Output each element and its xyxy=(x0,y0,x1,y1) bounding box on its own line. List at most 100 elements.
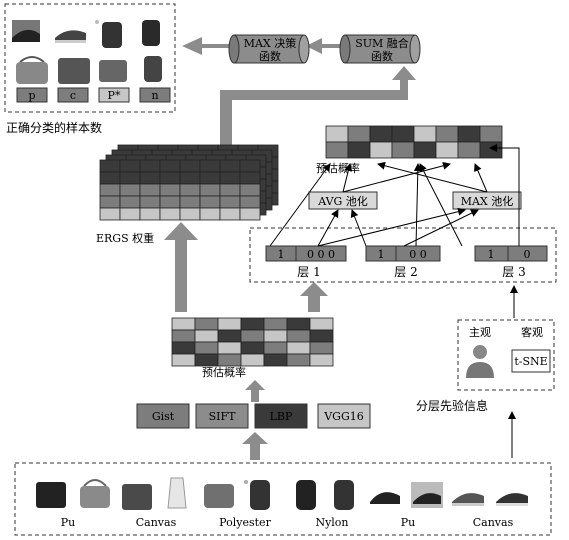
briefcase-thumbnail xyxy=(36,482,66,508)
grid-cell xyxy=(263,353,288,367)
tsne-label: t-SNE xyxy=(514,355,547,368)
label-p: p xyxy=(28,89,35,102)
grid-cell xyxy=(199,207,221,221)
grid-cell xyxy=(239,171,261,185)
layer3-value1: 1 xyxy=(488,248,495,261)
grid-cell xyxy=(179,195,201,209)
arrow-to-layers xyxy=(300,282,328,312)
layer-1: 1 0 0 0 层 1 xyxy=(265,245,347,279)
grid-cell xyxy=(119,171,141,185)
layer3-value2: 0 xyxy=(524,248,531,261)
connector-arrows xyxy=(269,144,520,458)
layer1-value1: 1 xyxy=(278,248,285,261)
grid-cell xyxy=(413,125,437,143)
feature-vgg16: VGG16 xyxy=(317,403,371,429)
grid-cell xyxy=(217,317,242,331)
grid-cell xyxy=(199,195,221,209)
handbag-thumbnail xyxy=(80,479,110,508)
layer2-value1: 1 xyxy=(378,248,385,261)
grid-cell xyxy=(159,207,181,221)
grid-cell xyxy=(194,341,219,355)
grid-cell xyxy=(194,329,219,343)
shoe-thumbnail xyxy=(411,482,443,508)
grid-cell xyxy=(139,207,161,221)
grid-cell xyxy=(194,353,219,367)
grid-cell xyxy=(240,329,265,343)
material-label-canvas-2: Canvas xyxy=(473,516,514,529)
layers-box xyxy=(249,227,557,283)
feature-lbp: LBP xyxy=(254,403,308,429)
grid-cell xyxy=(139,171,161,185)
grid-cell xyxy=(171,317,196,331)
grid-cell xyxy=(99,159,121,173)
grid-cell xyxy=(194,317,219,331)
grid-cell xyxy=(369,125,393,143)
max-cylinder-line2: 函数 xyxy=(259,50,281,63)
label-n: n xyxy=(151,89,158,102)
layer1-label: 层 1 xyxy=(297,265,320,279)
grid-cell xyxy=(119,159,141,173)
grid-cell xyxy=(239,207,261,221)
feature-gist: Gist xyxy=(136,403,190,429)
layer-2: 1 0 0 层 2 xyxy=(365,245,441,279)
arrow-features-to-prob xyxy=(245,380,265,402)
grid-cell xyxy=(413,141,437,159)
grid-cell xyxy=(286,329,311,343)
grid-cell xyxy=(479,125,503,143)
grid-cell xyxy=(325,125,349,143)
grid-cell xyxy=(159,183,181,197)
layer1-value2: 0 0 0 xyxy=(307,248,335,261)
arrow-to-ergs xyxy=(164,222,198,312)
backpack-thumbnail xyxy=(142,20,160,46)
grid-cell xyxy=(240,317,265,331)
label-c: c xyxy=(70,89,76,102)
correct-samples-caption: 正确分类的样本数 xyxy=(6,120,102,135)
label-box-c xyxy=(57,87,89,103)
handbag-thumbnail xyxy=(16,56,48,84)
grid-cell xyxy=(391,141,415,159)
bottom-prob-label: 预估概率 xyxy=(202,365,246,379)
label-p-star: P* xyxy=(108,89,121,102)
layer2-value2: 0 0 xyxy=(409,248,427,261)
grid-cell xyxy=(159,159,181,173)
correct-samples-box: p c P* n xyxy=(4,3,176,113)
grid-cell xyxy=(239,195,261,209)
backpack-thumbnail xyxy=(244,480,270,510)
feature-lbp-label: LBP xyxy=(270,410,293,423)
grid-cell xyxy=(286,353,311,367)
grid-cell xyxy=(219,195,241,209)
grid-cell xyxy=(263,329,288,343)
grid-cell xyxy=(179,171,201,185)
sneaker-thumbnail xyxy=(55,30,86,43)
grid-cell xyxy=(240,353,265,367)
arrow-to-samples xyxy=(182,37,234,55)
material-label-pu: Pu xyxy=(61,516,76,529)
avg-pool-label: AVG 池化 xyxy=(317,194,368,208)
shoe-thumbnail xyxy=(12,20,40,42)
grid-cell xyxy=(119,183,141,197)
grid-cell xyxy=(347,141,371,159)
grid-cell xyxy=(219,159,241,173)
grid-cell xyxy=(239,159,261,173)
grid-cell xyxy=(139,195,161,209)
grid-cell xyxy=(171,329,196,343)
feature-vgg16-label: VGG16 xyxy=(323,410,364,423)
material-label-pu-2: Pu xyxy=(401,516,416,529)
subjective-label: 主观 xyxy=(469,326,491,339)
tote-bag-thumbnail xyxy=(167,477,187,509)
max-cylinder-line1: MAX 决策 xyxy=(244,36,297,50)
grid-cell xyxy=(391,125,415,143)
grid-cell xyxy=(179,159,201,173)
shoe-thumbnail xyxy=(370,492,400,504)
grid-cell xyxy=(240,341,265,355)
grid-cell xyxy=(217,341,242,355)
label-box-p xyxy=(16,87,48,103)
grid-cell xyxy=(199,171,221,185)
grid-cell xyxy=(325,141,349,159)
grid-cell xyxy=(139,159,161,173)
grid-cell xyxy=(219,171,241,185)
grid-cell xyxy=(199,183,221,197)
arrow-images-to-features xyxy=(242,432,268,460)
ergs-weight-stack xyxy=(99,144,279,221)
grid-cell xyxy=(219,183,241,197)
